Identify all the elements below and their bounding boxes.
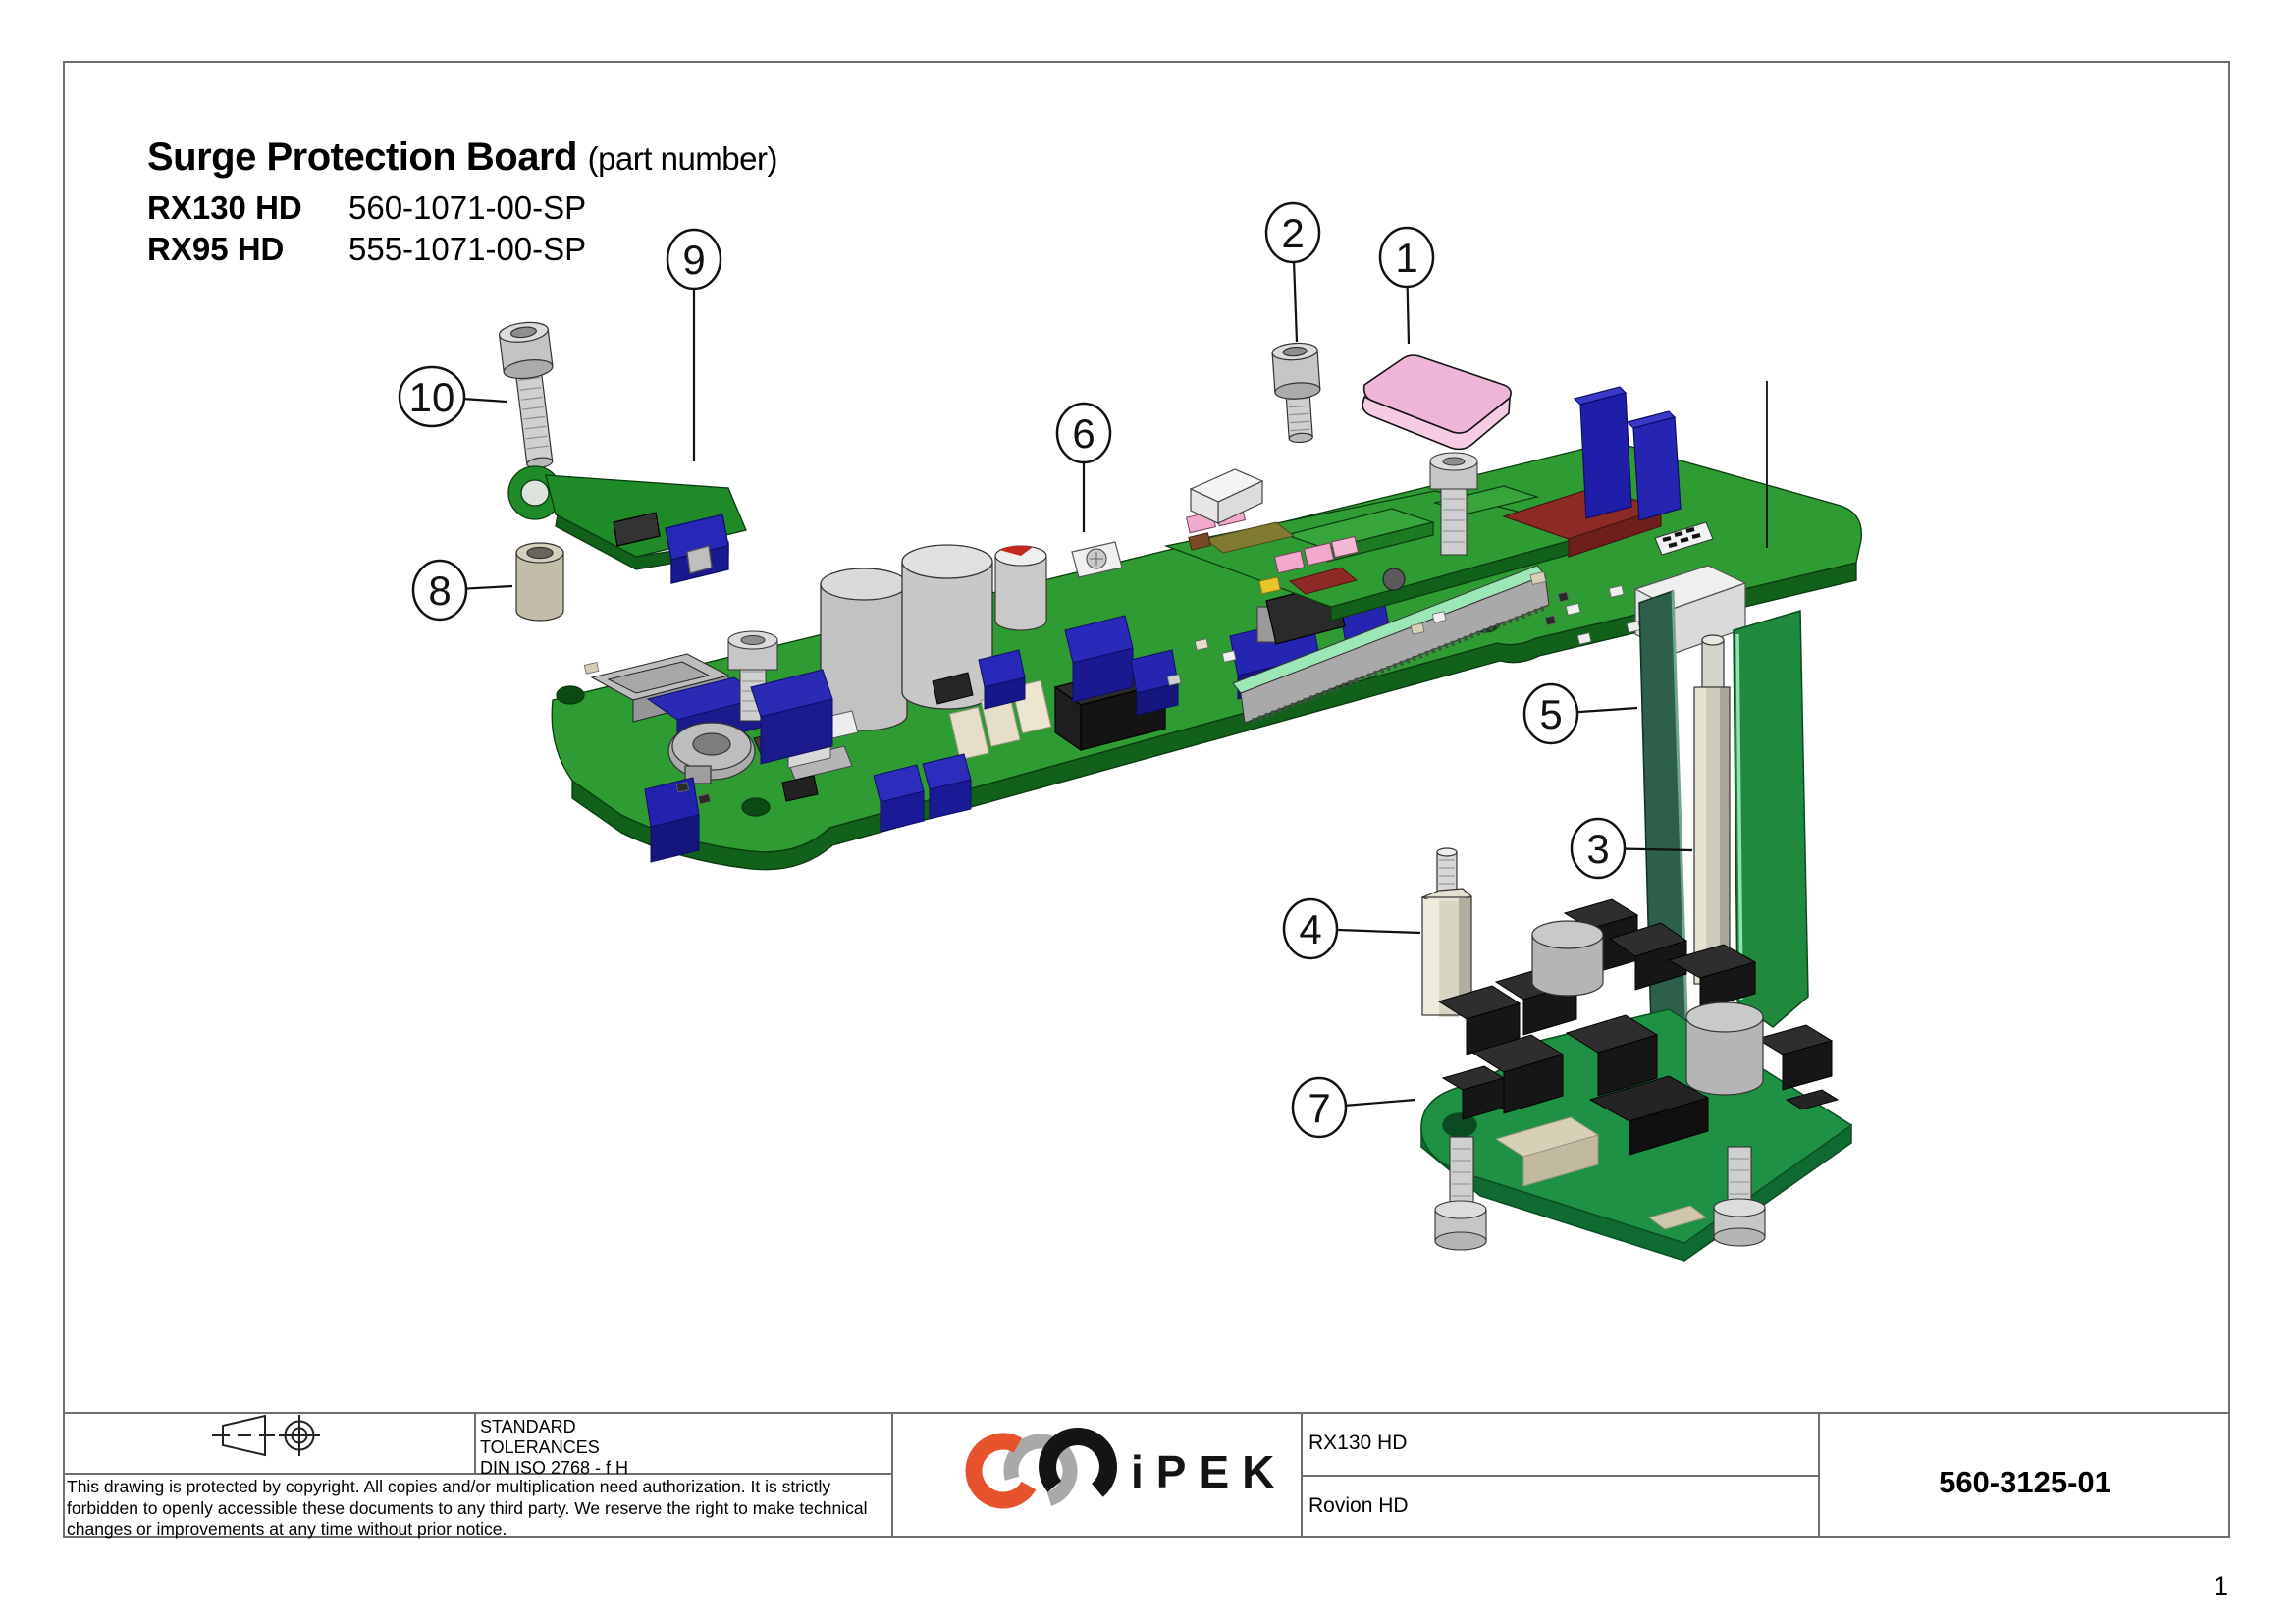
part-number-table: RX130 HD 560-1071-00-SP RX95 HD 555-1071…: [147, 189, 586, 272]
titleblock-line: [1301, 1475, 1818, 1477]
ipek-logo: iPEK: [965, 1428, 1287, 1509]
callout-5: 5: [1522, 682, 1638, 745]
blue-connector: [750, 669, 833, 765]
titleblock-line: [474, 1412, 476, 1473]
ipek-logo-text: iPEK: [1131, 1446, 1287, 1497]
black-switch: [781, 775, 819, 802]
mounting-screw-bottom: [1434, 1136, 1487, 1251]
svg-text:1: 1: [1395, 235, 1417, 281]
electrolytic-capacitor: [820, 568, 908, 731]
trimmer-part6: [1071, 541, 1123, 578]
callout-10: 10: [398, 365, 507, 428]
black-cube: [932, 672, 974, 705]
drawing-border: [63, 61, 2230, 1538]
svg-text:9: 9: [682, 237, 705, 283]
copyright-notice: This drawing is protected by copyright. …: [67, 1477, 868, 1539]
callout-4: 4: [1282, 897, 1421, 960]
socket-head-screw-2: [1271, 342, 1321, 444]
svg-text:5: 5: [1539, 691, 1562, 737]
svg-text:3: 3: [1586, 826, 1609, 872]
callout-7: 7: [1291, 1076, 1416, 1139]
tolerance-line: TOLERANCES: [480, 1437, 600, 1457]
callout-8: 8: [411, 559, 513, 622]
table-row: RX95 HD 555-1071-00-SP: [147, 231, 586, 272]
svg-text:2: 2: [1281, 210, 1304, 256]
blue-connector-tall: [1573, 386, 1682, 521]
titleblock-line: [1301, 1412, 1303, 1538]
callout-3: 3: [1570, 817, 1693, 880]
model-cell: RX130 HD: [1308, 1432, 1408, 1454]
part-number: 555-1071-00-SP: [348, 231, 587, 267]
socket-head-screw-10: [498, 321, 554, 469]
titleblock-line: [1818, 1412, 1820, 1538]
page-number: 1: [2213, 1571, 2228, 1600]
grounding-bracket-pcb-9: [507, 465, 747, 584]
callout-layer: 1 2 3 4 5 6 7 8 9 10: [398, 201, 1693, 1139]
part-number: 560-1071-00-SP: [348, 189, 587, 226]
insulating-pad-1: [1362, 354, 1512, 451]
filter-capacitor: [1531, 920, 1764, 1096]
drawing-header: Surge Protection Board (part number) RX1…: [147, 135, 777, 272]
titleblock-line: [63, 1412, 2230, 1414]
product-family-cell: Rovion HD: [1308, 1494, 1409, 1517]
svg-text:4: 4: [1299, 906, 1321, 952]
tolerance-line: DIN ISO 2768 - f H: [480, 1458, 629, 1478]
callout-9: 9: [666, 228, 722, 461]
titleblock-line: [891, 1412, 893, 1538]
titleblock-line: [63, 1473, 891, 1475]
tolerance-line: STANDARD: [480, 1417, 576, 1436]
model-name: RX130 HD: [147, 189, 302, 226]
smd-capacitor-marked: [994, 545, 1047, 631]
blue-connector-large: [1064, 615, 1134, 703]
film-capacitor-trio: [948, 679, 1052, 761]
vertical-pcb-panel-right: [1733, 610, 1809, 1028]
drawing-number: 560-3125-01: [1939, 1465, 2111, 1499]
projection-symbol: [212, 1414, 320, 1457]
callout-1: 1: [1378, 226, 1435, 345]
svg-text:6: 6: [1072, 410, 1095, 457]
model-name: RX95 HD: [147, 231, 285, 267]
board-screw: [1429, 452, 1478, 556]
title-suffix: (part number): [587, 140, 778, 177]
svg-text:10: 10: [409, 374, 455, 420]
blue-relay-pair: [873, 753, 972, 833]
qr-label: [1654, 521, 1714, 556]
page-title: Surge Protection Board (part number): [147, 135, 777, 180]
blue-relay: [978, 649, 1026, 710]
khaki-block-under: [1494, 1116, 1708, 1230]
cylindrical-spacer-8: [515, 542, 564, 622]
blue-connector: [644, 777, 700, 863]
callout-6: 6: [1055, 402, 1112, 532]
small-parts: [583, 571, 1641, 805]
svg-text:7: 7: [1308, 1085, 1330, 1131]
svg-text:8: 8: [428, 568, 451, 614]
callout-2: 2: [1264, 201, 1321, 343]
electrolytic-capacitor: [901, 544, 993, 710]
white-module: [1189, 468, 1264, 524]
toroid-inductor: [667, 722, 756, 784]
table-row: RX130 HD 560-1071-00-SP: [147, 189, 586, 231]
daughterboard-chips: [1185, 504, 1360, 595]
long-standoff-3: [1693, 634, 1731, 1012]
title-text: Surge Protection Board: [147, 135, 577, 179]
mounting-screw-bottom: [1713, 1146, 1766, 1247]
tolerance-note: STANDARD TOLERANCES DIN ISO 2768 - f H: [480, 1417, 628, 1479]
hex-standoff-4: [1420, 847, 1473, 1017]
